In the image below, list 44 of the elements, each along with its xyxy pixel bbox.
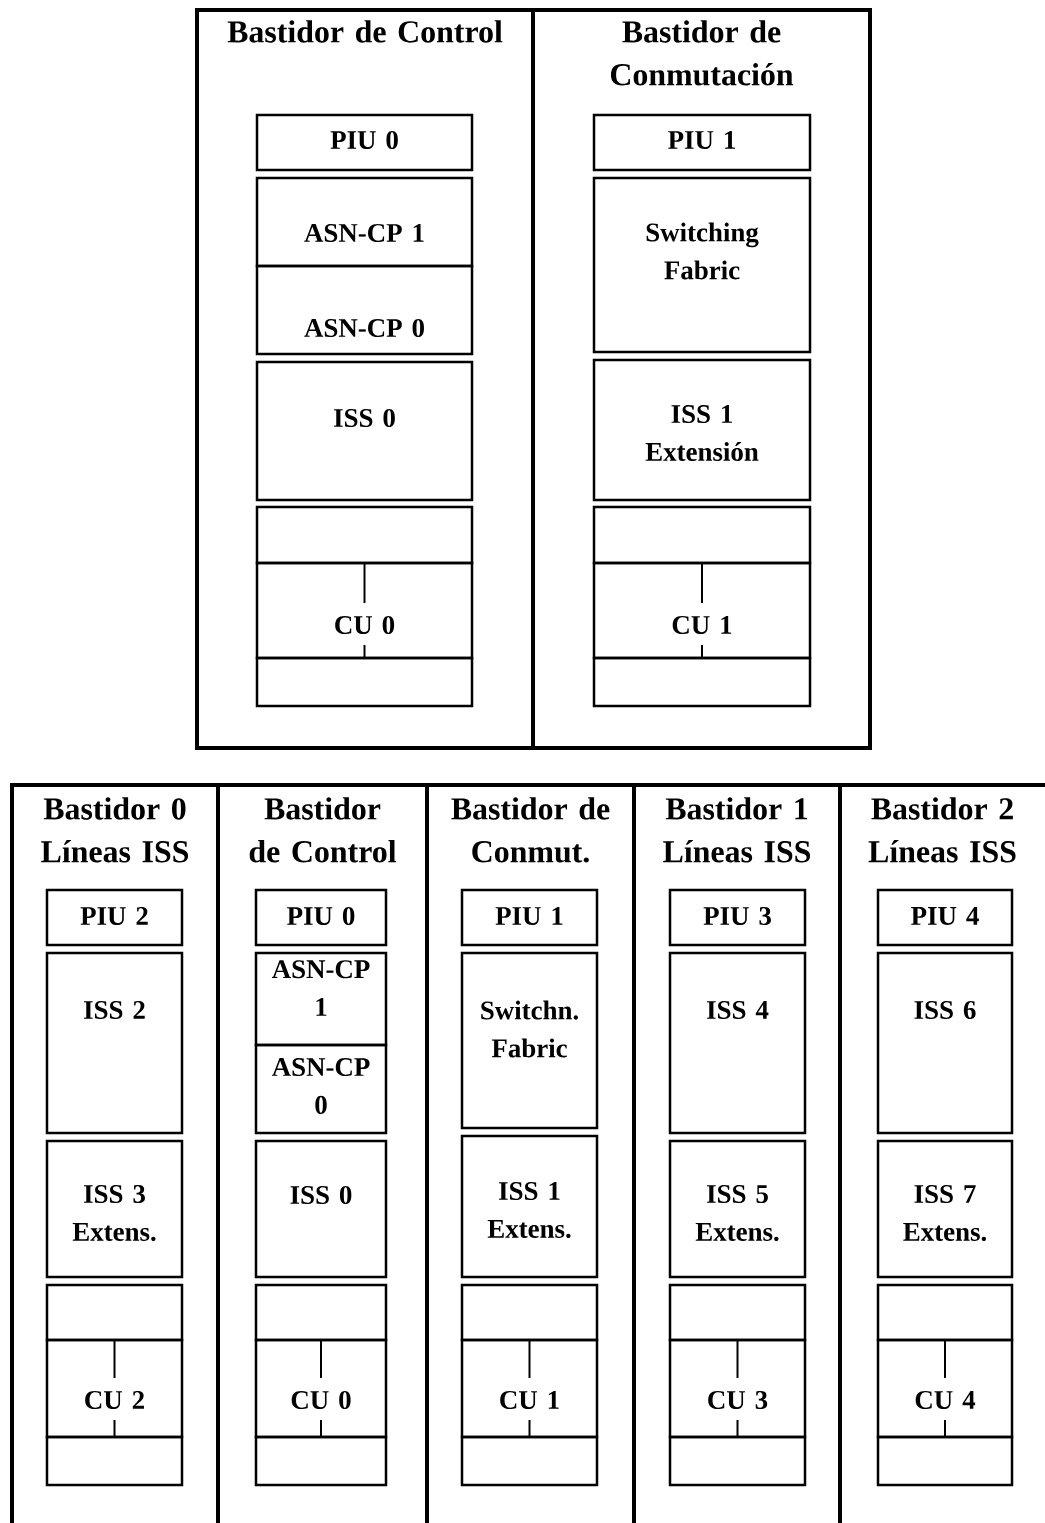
slot-box: ISS 6 [876,951,1014,1135]
empty-slot [255,505,474,565]
slot-box: PIU 2 [45,888,184,947]
empty-slot [45,1283,184,1342]
slot-box: PIU 0 [255,113,474,172]
empty-slot [876,1435,1014,1487]
slot-box: CU 1 [460,1338,599,1439]
empty-slot [460,1435,599,1487]
empty-slot [254,1283,388,1342]
slot-box: ISS 1 Extensión [592,358,812,502]
empty-slot [460,1283,599,1342]
slot-box: ASN-CP 1 [254,951,388,1047]
slot-box: ISS 1 Extens. [460,1134,599,1279]
empty-slot [592,656,812,708]
slot-box: CU 2 [45,1338,184,1439]
slot-box: CU 3 [668,1338,807,1439]
slot-box: PIU 3 [668,888,807,947]
slot-box: CU 0 [254,1338,388,1439]
slot-box: ISS 7 Extens. [876,1139,1014,1279]
empty-slot [668,1283,807,1342]
slot-box: ISS 0 [254,1139,388,1279]
slot-box: ISS 0 [255,360,474,502]
slot-box: ISS 4 [668,951,807,1135]
slot-box: Switchn. Fabric [460,951,599,1130]
empty-slot [668,1435,807,1487]
slot-box: ASN-CP 0 [255,264,474,356]
slot-box: ISS 3 Extens. [45,1139,184,1279]
empty-slot [876,1283,1014,1342]
slot-box: PIU 4 [876,888,1014,947]
slot-box: ISS 5 Extens. [668,1139,807,1279]
empty-slot [255,656,474,708]
slot-box: CU 4 [876,1338,1014,1439]
slot-box: Switching Fabric [592,176,812,354]
empty-slot [592,505,812,565]
slot-box: PIU 0 [254,888,388,947]
slot-box: PIU 1 [592,113,812,172]
slot-box: CU 0 [255,561,474,660]
slot-box: ASN-CP 0 [254,1043,388,1135]
slot-box: ISS 2 [45,951,184,1135]
empty-slot [45,1435,184,1487]
slot-box: PIU 1 [460,888,599,947]
slot-box: ASN-CP 1 [255,176,474,268]
slot-box: CU 1 [592,561,812,660]
empty-slot [254,1435,388,1487]
